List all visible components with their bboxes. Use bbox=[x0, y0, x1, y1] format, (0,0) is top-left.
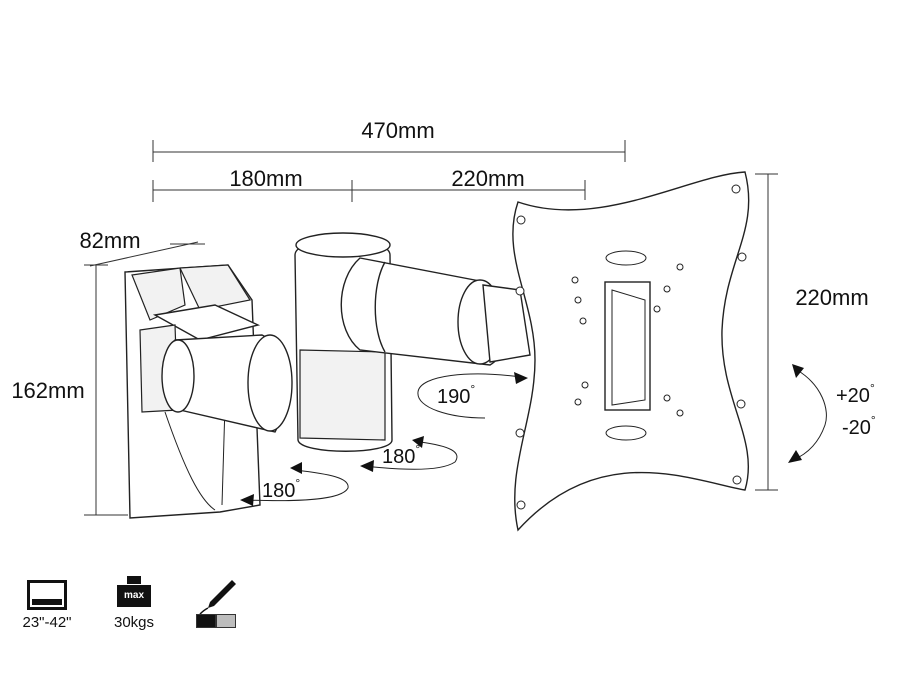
weight-icon: max bbox=[115, 576, 153, 610]
dim-wall-depth: 82mm bbox=[79, 228, 140, 253]
angle-swivel-mid: 180° bbox=[382, 442, 420, 468]
vesa-plate bbox=[512, 171, 750, 532]
angle-tilt-down: -20° bbox=[842, 413, 876, 439]
spec-screen-size: 23"-42" bbox=[16, 580, 78, 631]
dimension-lines bbox=[84, 140, 778, 516]
rotation-arrows bbox=[240, 364, 827, 506]
arrow-head-icon bbox=[412, 436, 424, 448]
angle-swivel-wall: 180° bbox=[262, 476, 300, 502]
arrow-head-icon bbox=[240, 494, 254, 506]
color-swatches bbox=[196, 614, 236, 628]
dim-total-width: 470mm bbox=[361, 118, 434, 143]
spec-finish bbox=[196, 576, 246, 632]
arrow-head-icon bbox=[360, 460, 374, 472]
swatch-light bbox=[216, 614, 236, 628]
arm-second bbox=[340, 257, 531, 366]
arrow-head-icon bbox=[514, 372, 528, 384]
angle-swivel-plate: 190° bbox=[437, 382, 475, 408]
dim-plate-height: 220mm bbox=[795, 285, 868, 310]
arrow-head-icon bbox=[792, 364, 804, 378]
pen-icon bbox=[199, 580, 236, 615]
dim-wall-height: 162mm bbox=[11, 378, 84, 403]
angle-tilt-up: +20° bbox=[836, 381, 875, 407]
max-load-label: 30kgs bbox=[113, 614, 155, 631]
swatch-dark bbox=[196, 614, 216, 628]
arrow-head-icon bbox=[788, 450, 802, 463]
tv-icon bbox=[27, 580, 67, 610]
dim-arm-first: 180mm bbox=[229, 166, 302, 191]
screen-size-label: 23"-42" bbox=[22, 614, 72, 631]
dim-arm-second: 220mm bbox=[451, 166, 524, 191]
arm-first bbox=[161, 334, 293, 433]
spec-max-load: max 30kgs bbox=[104, 576, 164, 631]
arrow-head-icon bbox=[290, 462, 302, 474]
max-badge: max bbox=[117, 585, 151, 607]
